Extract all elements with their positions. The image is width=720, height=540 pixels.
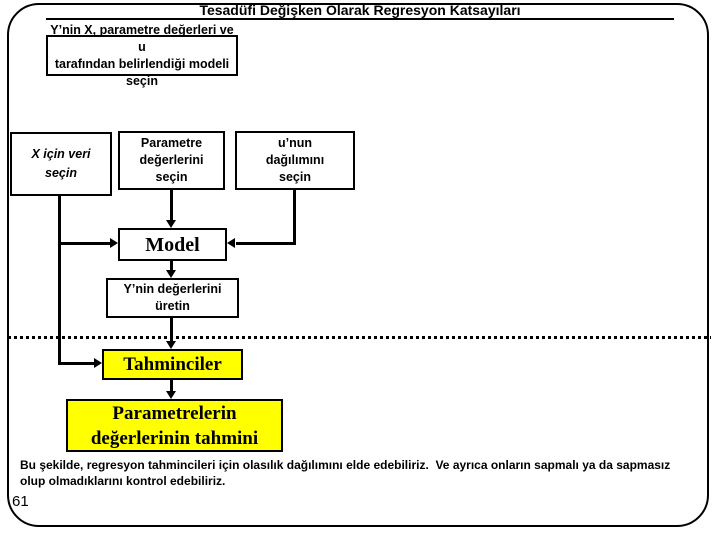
arrowhead-right-icon [110,238,118,248]
arrowhead-down-icon [166,270,176,278]
connector-estimators-to-estimates [170,380,173,392]
connector-model-to-generate [170,260,173,271]
parameter-values-box: Parametre değerlerini seçin [118,131,225,190]
generate-y-box: Y’nin değerlerini üretin [106,278,239,318]
page-number: 61 [12,493,29,510]
connector-generate-to-estimators [170,318,173,341]
arrowhead-right-icon [94,358,102,368]
connector-u-vertical [293,190,296,245]
model-box: Model [118,228,227,261]
dotted-divider-line [8,336,711,339]
connector-u-to-model [236,242,296,245]
connector-parameters-to-model [170,190,173,221]
u-distribution-box: u’nun dağılımını seçin [235,131,355,190]
estimates-box: Parametrelerin değerlerinin tahmini [66,399,283,452]
arrowhead-down-icon [166,220,176,228]
connector-xdata-to-estimators [58,362,94,365]
slide-border [7,3,709,527]
connector-xdata-to-model [58,242,110,245]
x-data-box: X için veri seçin [10,132,112,196]
arrowhead-left-icon [227,238,235,248]
estimators-box: Tahminciler [102,349,243,380]
arrowhead-down-icon [166,391,176,399]
model-spec-box: Y’nin X, parametre değerleri ve u tarafı… [46,23,238,88]
arrowhead-down-icon [166,341,176,349]
slide-title: Tesadüfi Değişken Olarak Regresyon Katsa… [46,2,674,20]
footer-note: Bu şekilde, regresyon tahmincileri için … [20,458,671,488]
connector-xdata-trunk [58,196,61,365]
